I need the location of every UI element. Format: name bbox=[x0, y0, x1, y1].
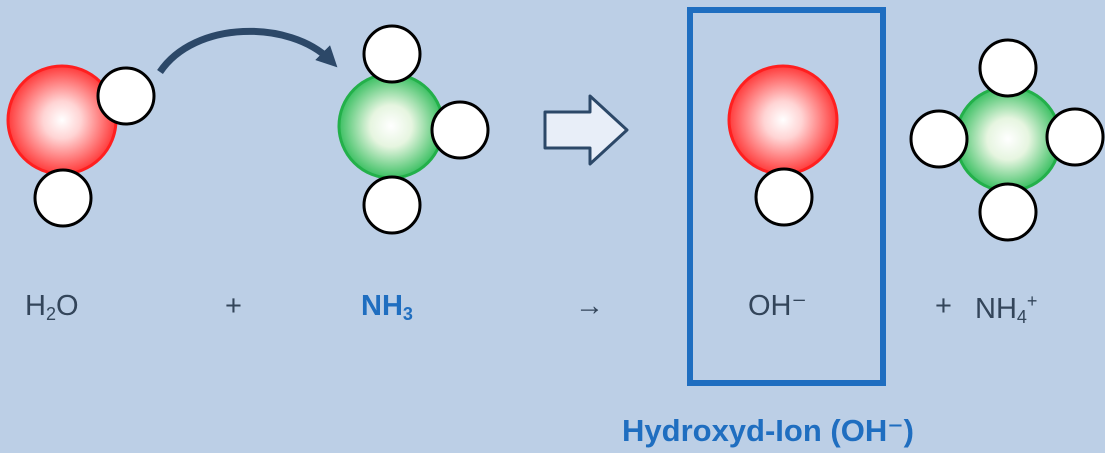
block-arrow-icon bbox=[543, 94, 629, 166]
plus-sign: + bbox=[935, 290, 952, 322]
hydroxide-label: OH⁻ bbox=[748, 290, 807, 322]
hydrogen-atom bbox=[96, 66, 156, 126]
oxygen-atom bbox=[6, 64, 118, 176]
nitrogen-atom bbox=[954, 85, 1062, 193]
hydrogen-atom bbox=[1045, 107, 1105, 167]
oxygen-atom bbox=[727, 64, 839, 176]
hydrogen-atom bbox=[362, 24, 422, 84]
hydroxide-caption: Hydroxyd-Ion (OH⁻) bbox=[622, 413, 914, 448]
water-molecule bbox=[6, 64, 156, 228]
water-label: H2O bbox=[25, 290, 79, 324]
hydrogen-atom bbox=[978, 182, 1038, 242]
hydrogen-atom bbox=[430, 100, 490, 160]
ammonium-molecule bbox=[909, 38, 1105, 242]
ammonia-molecule bbox=[337, 24, 490, 235]
curved-arrow-icon bbox=[157, 27, 338, 75]
highlight-box bbox=[687, 7, 886, 386]
hydrogen-atom bbox=[754, 167, 814, 227]
plus-sign: + bbox=[225, 290, 242, 322]
reaction-arrow: → bbox=[575, 290, 604, 322]
ammonia-label: NH3 bbox=[361, 290, 413, 324]
hydrogen-atom bbox=[362, 175, 422, 235]
hydrogen-atom bbox=[909, 109, 969, 169]
hydrogen-atom bbox=[33, 168, 93, 228]
hydroxide-molecule bbox=[727, 64, 839, 227]
nitrogen-atom bbox=[337, 72, 445, 180]
hydrogen-atom bbox=[978, 38, 1038, 98]
ammonium-label: NH4+ bbox=[975, 291, 1038, 327]
